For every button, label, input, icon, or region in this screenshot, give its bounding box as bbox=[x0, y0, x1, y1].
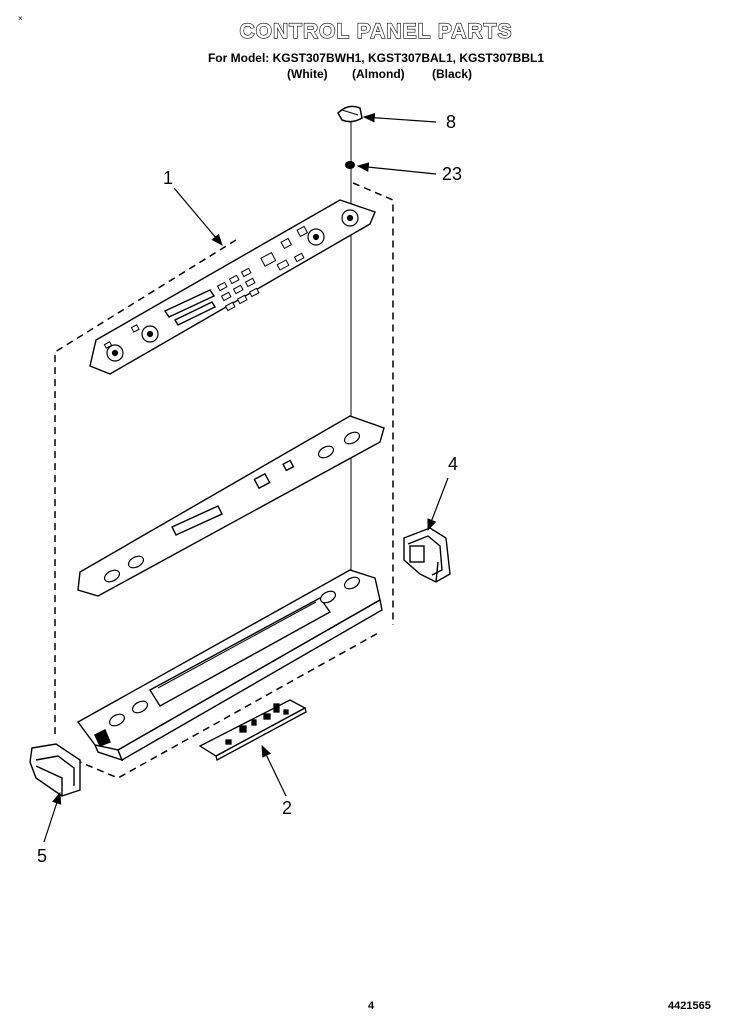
control-board-part-2 bbox=[198, 699, 307, 761]
insulator-panel bbox=[77, 415, 385, 597]
callout-4: 4 bbox=[448, 454, 459, 474]
color-black: (Black) bbox=[432, 67, 473, 81]
color-almond: (Almond) bbox=[352, 67, 405, 81]
callout-5: 5 bbox=[37, 846, 48, 866]
page-title: CONTROL PANEL PARTS bbox=[239, 19, 513, 43]
end-cap-left-part-5 bbox=[29, 743, 81, 797]
end-cap-right-part-4 bbox=[403, 527, 451, 583]
spacer-part-23 bbox=[345, 161, 355, 169]
color-white: (White) bbox=[287, 67, 328, 81]
callout-1: 1 bbox=[163, 168, 174, 188]
callout-8: 8 bbox=[446, 112, 457, 132]
callout-2: 2 bbox=[282, 798, 293, 818]
callout-23: 23 bbox=[442, 164, 463, 184]
corner-mark: × bbox=[18, 14, 23, 23]
overlay-panel-part-1 bbox=[89, 199, 376, 375]
model-list: For Model: KGST307BWH1, KGST307BAL1, KGS… bbox=[207, 51, 545, 65]
document-number: 4421565 bbox=[668, 1000, 711, 1012]
knob-part-8 bbox=[337, 105, 363, 123]
leader-lines bbox=[43, 112, 449, 843]
console-housing bbox=[76, 569, 383, 762]
page-number: 4 bbox=[368, 1000, 375, 1012]
assembly-outline bbox=[54, 182, 394, 779]
